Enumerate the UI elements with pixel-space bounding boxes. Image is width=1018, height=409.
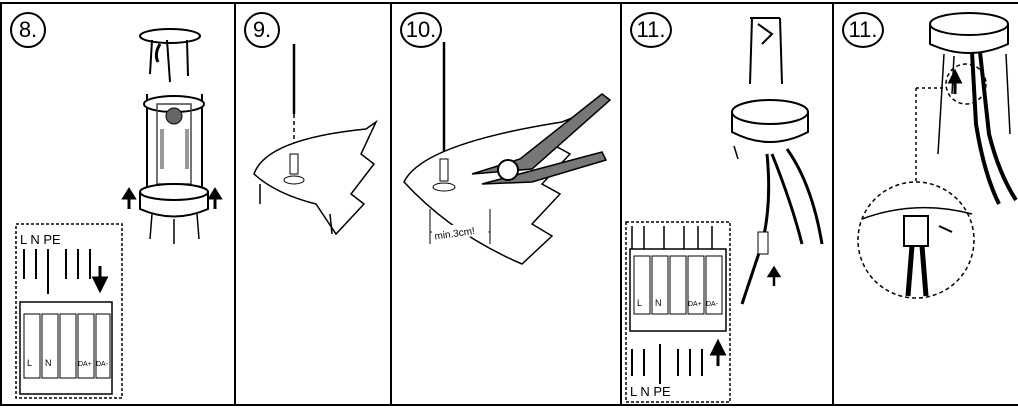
panel-step-8: L N PE L N DA+ DA- 8. (0, 2, 236, 406)
step-10-illustration: min.3cm! (403, 42, 612, 265)
step-11-cell-da-plus: DA+ (688, 301, 702, 308)
step-8-terminal-top-label: L N PE (20, 232, 61, 247)
step-11a-illustration: L N DA+ DA- L N PE (625, 17, 824, 403)
step-8-cell-n: N (45, 358, 52, 368)
step-11b-badge: 11. (842, 12, 884, 48)
step-10-badge: 10. (400, 12, 442, 48)
panel-step-9: 9. (236, 2, 392, 406)
step-11-cell-n: N (655, 298, 662, 308)
step-9-illustration (253, 44, 378, 236)
step-11a-badge: 11. (630, 12, 672, 48)
step-11-cell-da-minus: DA- (706, 301, 719, 308)
step-8-badge: 8. (10, 12, 46, 48)
step-8-cell-l: L (27, 358, 32, 368)
panel-step-10: min.3cm! 10. (392, 2, 622, 406)
step-9-badge: 9. (244, 12, 280, 48)
step-11-terminal-bottom-label: L N PE (630, 384, 671, 399)
step-11-cell-l: L (637, 298, 642, 308)
step-8-cell-da-minus: DA- (96, 361, 109, 368)
step-8-cell-da-plus: DA+ (78, 361, 92, 368)
panel-step-11a: L N DA+ DA- L N PE 11. (622, 2, 834, 406)
step-11b-illustration (857, 12, 1018, 299)
step-8-illustration: L N PE L N DA+ DA- (15, 28, 223, 399)
panel-step-11b: 11. (834, 2, 1018, 406)
